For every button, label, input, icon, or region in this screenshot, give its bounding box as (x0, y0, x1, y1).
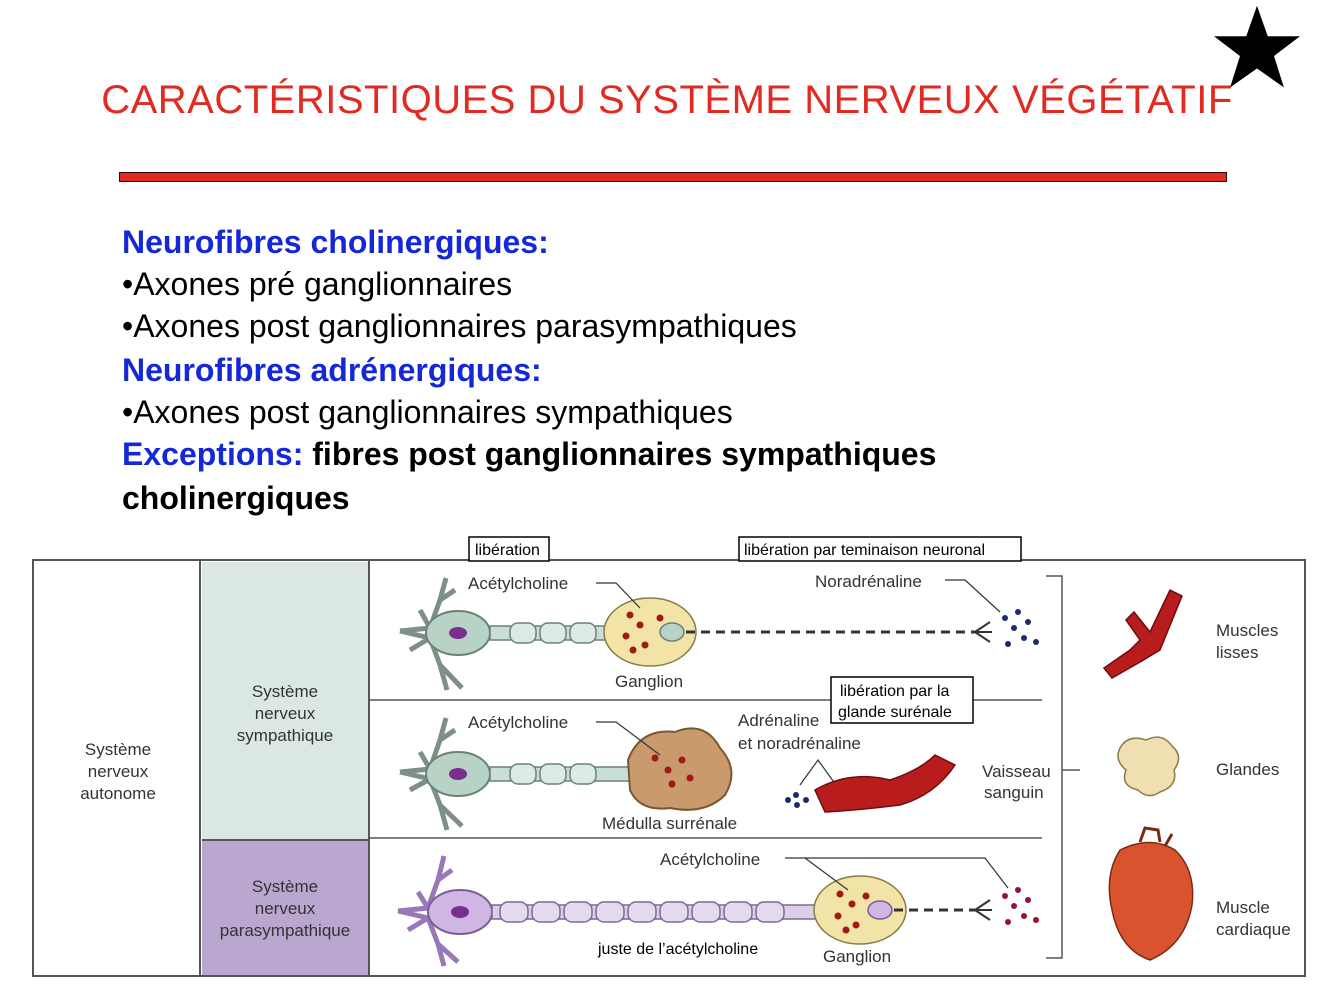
adrenaline-label-2: et noradrénaline (738, 734, 861, 753)
list-item: •Axones post ganglionnaires sympathiques (122, 394, 733, 430)
acetylcholine-label-2: Acétylcholine (468, 713, 568, 732)
svg-text:Ganglion: Ganglion (615, 672, 683, 691)
svg-text:Acétylcholine: Acétylcholine (468, 713, 568, 732)
svg-text:glande surénale: glande surénale (838, 704, 952, 721)
svg-text:et noradrénaline: et noradrénaline (738, 734, 861, 753)
nervous-system-diagram: Système nerveux autonome Système nerveux… (0, 530, 1334, 997)
svg-text:nerveux: nerveux (255, 899, 316, 918)
autonome-label-2: nerveux (88, 762, 149, 781)
svg-text:nerveux: nerveux (88, 762, 149, 781)
para-label-3: parasympathique (220, 921, 350, 940)
svg-text:Acétylcholine: Acétylcholine (468, 574, 568, 593)
svg-text:Glandes: Glandes (1216, 760, 1279, 779)
svg-text:Acétylcholine: Acétylcholine (660, 850, 760, 869)
list-item: •Axones post ganglionnaires parasympathi… (122, 308, 797, 344)
autonome-label-3: autonome (80, 784, 156, 803)
exceptions-text-cont: cholinergiques (122, 480, 350, 516)
box-terminaison: libération par teminaison neuronal (744, 542, 985, 559)
svg-text:sanguin: sanguin (984, 783, 1044, 802)
svg-text:lisses: lisses (1216, 643, 1259, 662)
muscles-lisses-label-1: Muscles (1216, 621, 1278, 640)
medulla-label: Médulla surrénale (602, 814, 737, 833)
svg-text:Muscle: Muscle (1216, 898, 1270, 917)
svg-text:parasympathique: parasympathique (220, 921, 350, 940)
svg-text:Système: Système (252, 877, 318, 896)
svg-text:Adrénaline: Adrénaline (738, 711, 819, 730)
autonome-label-1: Système (85, 740, 151, 759)
ganglion-label-2: Ganglion (823, 947, 891, 966)
page-title: CARACTÉRISTIQUES DU SYSTÈME NERVEUX VÉGÉ… (0, 78, 1334, 123)
title-divider (119, 172, 1227, 182)
muscle-cardiaque-label-2: cardiaque (1216, 920, 1291, 939)
svg-text:Système: Système (252, 682, 318, 701)
adrenaline-label-1: Adrénaline (738, 711, 819, 730)
adrenal-medulla (628, 728, 731, 809)
noradrenaline-label: Noradrénaline (815, 572, 922, 591)
svg-text:libération par la: libération par la (840, 683, 950, 700)
myelin-sheath-para (500, 902, 784, 922)
svg-text:sympathique: sympathique (237, 726, 333, 745)
sympathetic-column (202, 562, 369, 840)
symp-label-3: sympathique (237, 726, 333, 745)
star-icon (1212, 4, 1302, 90)
symp-label-2: nerveux (255, 704, 316, 723)
list-item: •Axones pré ganglionnaires (122, 266, 512, 302)
juste-label: juste de l’acétylcholine (597, 941, 758, 958)
svg-text:libération: libération (475, 542, 540, 559)
svg-text:Noradrénaline: Noradrénaline (815, 572, 922, 591)
box-surrenale-1: libération par la (840, 683, 950, 700)
box-surrenale-2: glande surénale (838, 704, 952, 721)
acetylcholine-label-1: Acétylcholine (468, 574, 568, 593)
vaisseau-label-1: Vaisseau (982, 762, 1051, 781)
symp-label-1: Système (252, 682, 318, 701)
muscle-cardiaque-label-1: Muscle (1216, 898, 1270, 917)
svg-text:cardiaque: cardiaque (1216, 920, 1291, 939)
muscles-lisses-label-2: lisses (1216, 643, 1259, 662)
ganglion-label-1: Ganglion (615, 672, 683, 691)
para-label-2: nerveux (255, 899, 316, 918)
svg-text:Système: Système (85, 740, 151, 759)
svg-text:Vaisseau: Vaisseau (982, 762, 1051, 781)
box-liberation: libération (475, 542, 540, 559)
svg-text:Ganglion: Ganglion (823, 947, 891, 966)
glandes-label: Glandes (1216, 760, 1279, 779)
exceptions-label: Exceptions: (122, 436, 303, 472)
heading-cholinergic: Neurofibres cholinergiques: (122, 224, 549, 260)
svg-text:libération par teminaison neur: libération par teminaison neuronal (744, 542, 985, 559)
exceptions-line: Exceptions: fibres post ganglionnaires s… (122, 436, 936, 472)
svg-text:nerveux: nerveux (255, 704, 316, 723)
svg-text:Médulla surrénale: Médulla surrénale (602, 814, 737, 833)
vaisseau-label-2: sanguin (984, 783, 1044, 802)
acetylcholine-label-3: Acétylcholine (660, 850, 760, 869)
para-label-1: Système (252, 877, 318, 896)
svg-text:juste de l’acétylcholine: juste de l’acétylcholine (597, 941, 758, 958)
svg-text:autonome: autonome (80, 784, 156, 803)
heading-adrenergic: Neurofibres adrénergiques: (122, 352, 542, 388)
exceptions-text: fibres post ganglionnaires sympathiques (312, 436, 936, 472)
svg-text:Muscles: Muscles (1216, 621, 1278, 640)
